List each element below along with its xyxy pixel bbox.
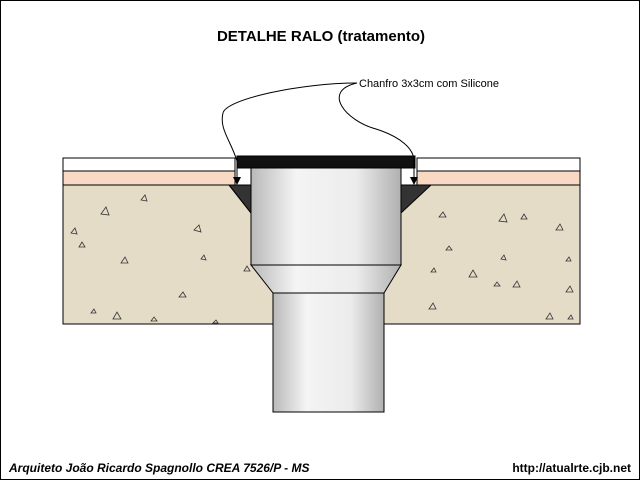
- left-concrete-layer: [62, 184, 276, 325]
- author-credit: Arquiteto João Ricardo Spagnollo CREA 75…: [9, 461, 310, 475]
- website-link[interactable]: http://atualrte.cjb.net: [512, 461, 631, 475]
- callout-leaders: [221, 82, 415, 183]
- right-chamfer: [400, 184, 433, 215]
- chamfer-callout-label: Chanfro 3x3cm com Silicone: [359, 78, 500, 90]
- drawing-title: DETALHE RALO (tratamento): [216, 28, 426, 45]
- drain-upper-body: [250, 167, 402, 266]
- drain-body: [249, 167, 402, 413]
- left-slab: [62, 157, 276, 325]
- right-concrete-layer: [383, 184, 581, 325]
- right-tile-layer: [416, 157, 581, 172]
- right-mortar-layer: [416, 170, 581, 186]
- left-tile-layer: [62, 157, 236, 172]
- drain-pipe: [272, 292, 385, 413]
- callout-arrowheads: [233, 177, 418, 185]
- left-chamfer-edge: [228, 184, 252, 214]
- aggregate-marks: [70, 194, 574, 324]
- left-mortar-layer: [62, 170, 236, 186]
- drain-reducer: [249, 264, 402, 294]
- right-slab: [383, 157, 581, 325]
- drain-grate: [236, 155, 416, 169]
